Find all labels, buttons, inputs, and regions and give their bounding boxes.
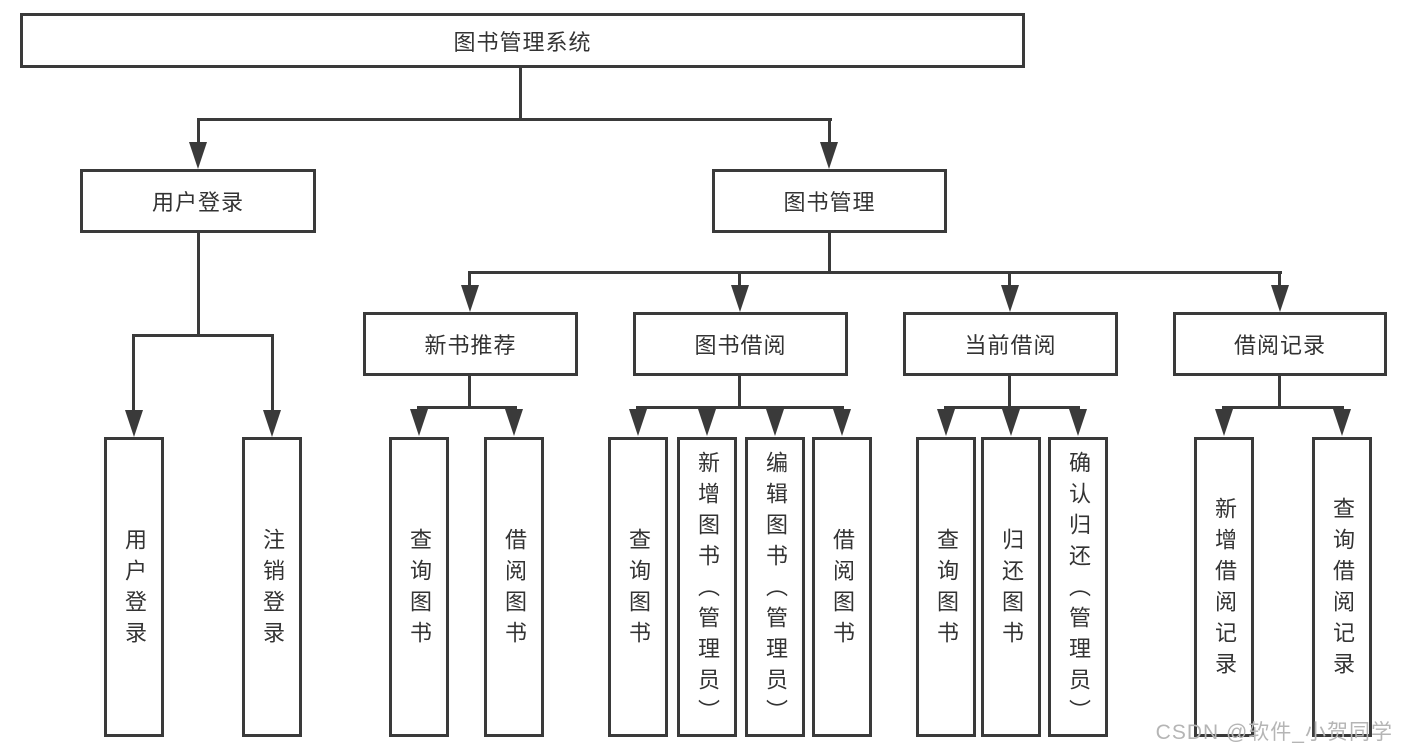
leaf-confirm-return-admin: 确认归还（管理员） — [1048, 437, 1108, 737]
node-new-book-recommend: 新书推荐 — [363, 312, 578, 376]
connector-vline — [1278, 376, 1281, 409]
leaf-edit-book-admin: 编辑图书（管理员） — [745, 437, 805, 737]
watermark: CSDN @软件_小贺同学 — [1155, 721, 1393, 744]
arrow-down-icon — [937, 409, 955, 436]
leaf-logout: 注销登录 — [242, 437, 302, 737]
connector-vline — [738, 271, 741, 287]
leaf-query-books-recommend: 查询图书 — [389, 437, 449, 737]
arrow-down-icon — [1333, 409, 1351, 436]
arrow-down-icon — [820, 142, 838, 169]
connector-hline — [132, 334, 274, 337]
connector-vline — [1008, 376, 1011, 409]
connector-hline — [944, 406, 1080, 409]
connector-vline — [828, 233, 831, 274]
arrow-down-icon — [461, 285, 479, 312]
arrow-down-icon — [629, 409, 647, 436]
connector-vline — [132, 334, 135, 412]
leaf-query-books-current: 查询图书 — [916, 437, 976, 737]
arrow-down-icon — [766, 409, 784, 436]
arrow-down-icon — [1069, 409, 1087, 436]
arrow-down-icon — [189, 142, 207, 169]
connector-vline — [738, 376, 741, 409]
node-book-borrow: 图书借阅 — [633, 312, 848, 376]
connector-vline — [519, 68, 522, 120]
connector-hline — [197, 118, 832, 121]
arrow-down-icon — [1215, 409, 1233, 436]
connector-hline — [417, 406, 517, 409]
connector-vline — [1008, 271, 1011, 287]
connector-hline — [468, 271, 1282, 274]
node-user-login: 用户登录 — [80, 169, 316, 233]
arrow-down-icon — [731, 285, 749, 312]
leaf-return-book: 归还图书 — [981, 437, 1041, 737]
arrow-down-icon — [698, 409, 716, 436]
arrow-down-icon — [1002, 409, 1020, 436]
arrow-down-icon — [833, 409, 851, 436]
leaf-add-book-admin: 新增图书（管理员） — [677, 437, 737, 737]
arrow-down-icon — [410, 409, 428, 436]
node-current-borrow: 当前借阅 — [903, 312, 1118, 376]
arrow-down-icon — [1271, 285, 1289, 312]
connector-vline — [828, 118, 831, 146]
connector-vline — [197, 118, 200, 146]
leaf-user-login: 用户登录 — [104, 437, 164, 737]
connector-vline — [271, 334, 274, 412]
node-borrow-records: 借阅记录 — [1173, 312, 1387, 376]
connector-hline — [636, 406, 844, 409]
connector-vline — [468, 271, 471, 287]
arrow-down-icon — [263, 410, 281, 437]
leaf-add-borrow-record: 新增借阅记录 — [1194, 437, 1254, 737]
leaf-borrow-books: 借阅图书 — [812, 437, 872, 737]
arrow-down-icon — [1001, 285, 1019, 312]
arrow-down-icon — [505, 409, 523, 436]
arrow-down-icon — [125, 410, 143, 437]
leaf-query-borrow-record: 查询借阅记录 — [1312, 437, 1372, 737]
connector-vline — [197, 233, 200, 337]
connector-vline — [468, 376, 471, 409]
connector-hline — [1222, 406, 1344, 409]
node-root: 图书管理系统 — [20, 13, 1025, 68]
leaf-query-books-borrow: 查询图书 — [608, 437, 668, 737]
leaf-borrow-books-recommend: 借阅图书 — [484, 437, 544, 737]
connector-vline — [1278, 271, 1281, 287]
node-book-management: 图书管理 — [712, 169, 947, 233]
